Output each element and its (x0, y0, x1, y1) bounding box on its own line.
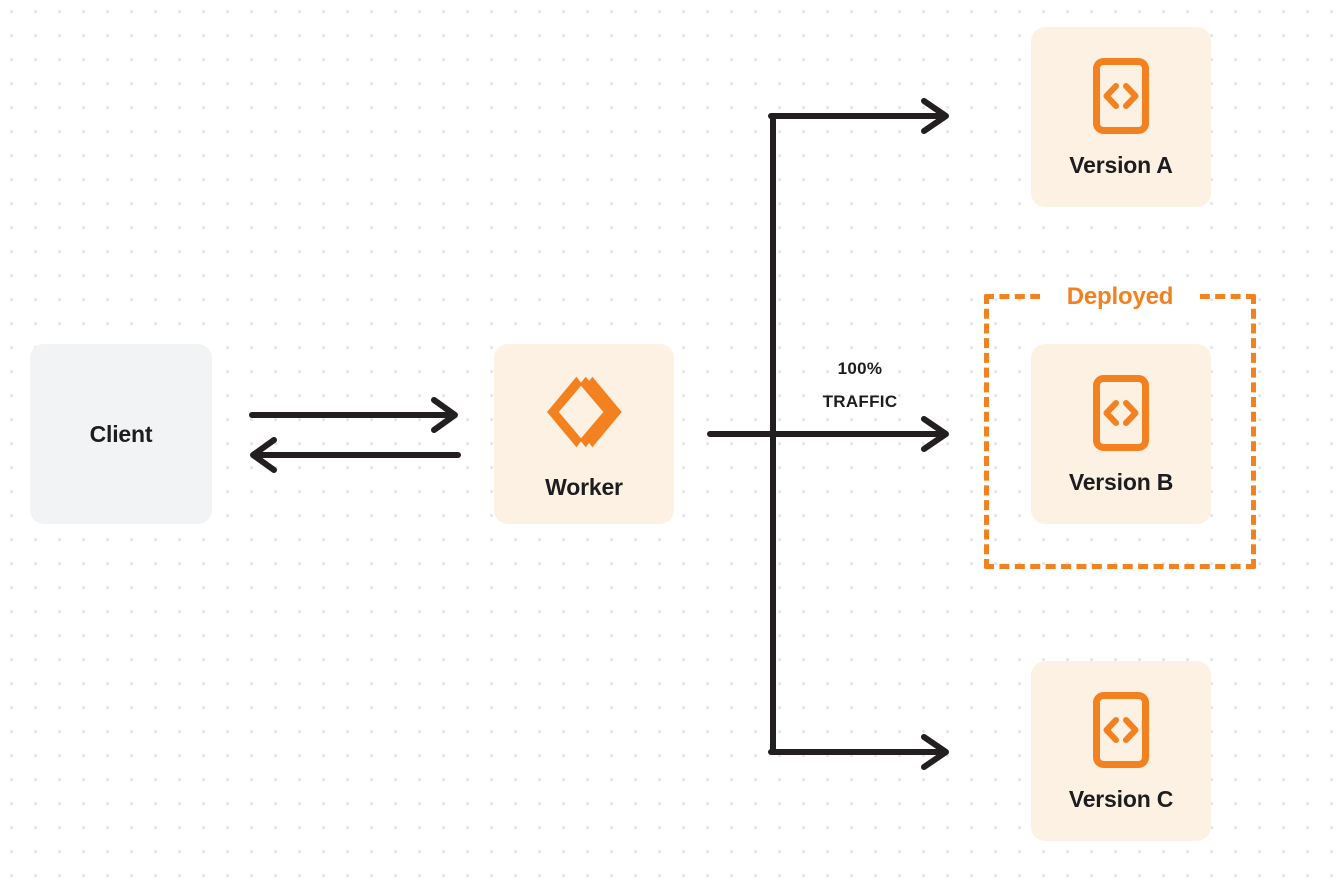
node-client-label: Client (89, 420, 153, 447)
arrow-client-to-worker (249, 397, 458, 433)
arrow-worker-to-client (250, 437, 461, 473)
traffic-label: 100% TRAFFIC (790, 352, 930, 418)
code-icon (1093, 691, 1149, 768)
node-version-a[interactable]: Version A (1031, 27, 1211, 207)
deployed-badge: Deployed (1040, 284, 1200, 310)
arrow-worker-to-version-b (707, 416, 949, 452)
traffic-word-text: TRAFFIC (822, 392, 898, 411)
node-version-b-label: Version B (1068, 468, 1174, 495)
node-version-c-label: Version C (1068, 785, 1174, 812)
node-worker-label: Worker (545, 473, 623, 500)
node-version-c[interactable]: Version C (1031, 661, 1211, 841)
arrow-worker-to-version-c (768, 734, 949, 770)
traffic-percent-text: 100% (837, 359, 883, 378)
node-version-b[interactable]: Version B (1031, 344, 1211, 524)
workers-logo-icon (547, 376, 622, 447)
node-worker[interactable]: Worker (494, 344, 674, 524)
code-icon (1093, 374, 1149, 451)
node-version-a-label: Version A (1069, 151, 1173, 178)
arrow-worker-to-version-a (768, 98, 949, 134)
code-icon (1093, 57, 1149, 134)
node-client[interactable]: Client (30, 344, 212, 524)
